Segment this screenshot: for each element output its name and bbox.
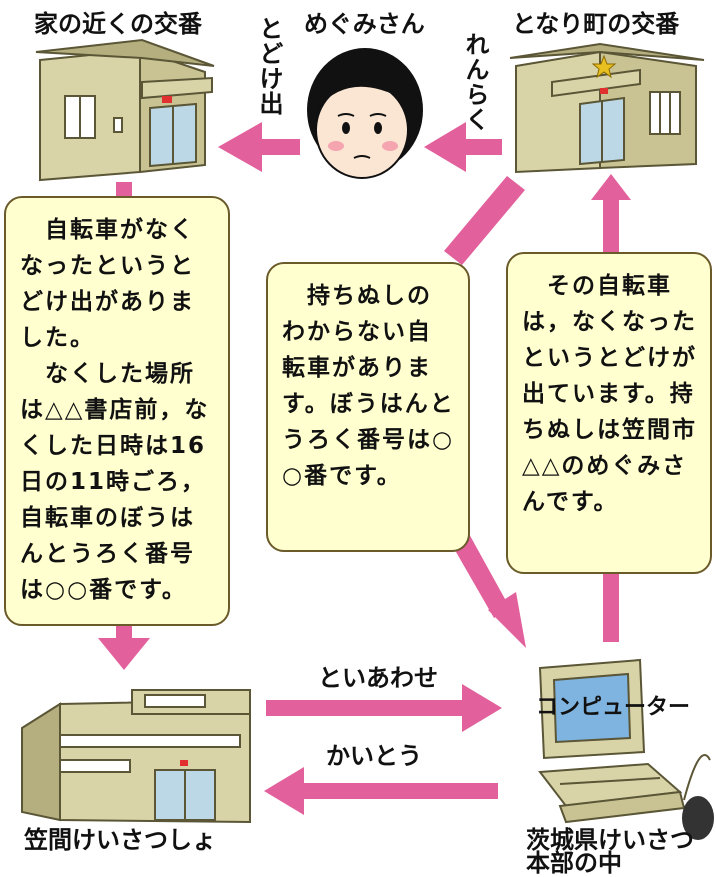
kasama-police-label: 笠間けいさつしょ	[24, 826, 216, 854]
home-koban-message-box: 自転車がなくなったというとどけ出がありました。 なくした場所は△△書店前，なくし…	[4, 196, 230, 626]
arrow-megumi-to-home-koban	[218, 122, 300, 172]
arrow-next-koban-to-middle-box	[444, 176, 525, 265]
arrow-toiawase	[266, 684, 502, 732]
arrow-kaitou	[264, 767, 498, 815]
megumi-face-icon	[307, 48, 423, 179]
kasama-police-building	[21, 689, 251, 824]
hq-label-line2: 本部の中	[526, 849, 622, 877]
middle-message-box: 持ちぬしのわからない自転車があります。ぼうはんとうろく番号は○○番です。	[266, 262, 470, 552]
renraku-label: れんらく	[461, 32, 489, 132]
next-town-message-box: その自転車は，なくなったというとどけが出ています。持ちぬしは笠間市△△のめぐみさ…	[506, 252, 712, 574]
todokede-label: とどけ出	[255, 16, 283, 116]
arrow-next-koban-to-megumi	[424, 122, 502, 172]
next-town-koban-label: となり町の交番	[512, 10, 680, 38]
kaitou-label: かいとう	[326, 742, 422, 770]
arrow-to-kasama-police	[98, 620, 150, 670]
computer-icon	[538, 658, 714, 840]
arrow-computer-to-next-koban	[591, 174, 631, 642]
hq-label-line1: 茨城県けいさつ	[526, 826, 694, 854]
home-koban-label: 家の近くの交番	[34, 10, 202, 38]
arrow-middle-box-to-computer	[452, 532, 526, 648]
toiawase-label: といあわせ	[318, 664, 438, 692]
home-koban-building	[35, 38, 215, 182]
computer-label: コンピューター	[536, 695, 691, 720]
megumi-label: めぐみさん	[304, 10, 425, 38]
next-town-koban-building	[509, 42, 705, 174]
